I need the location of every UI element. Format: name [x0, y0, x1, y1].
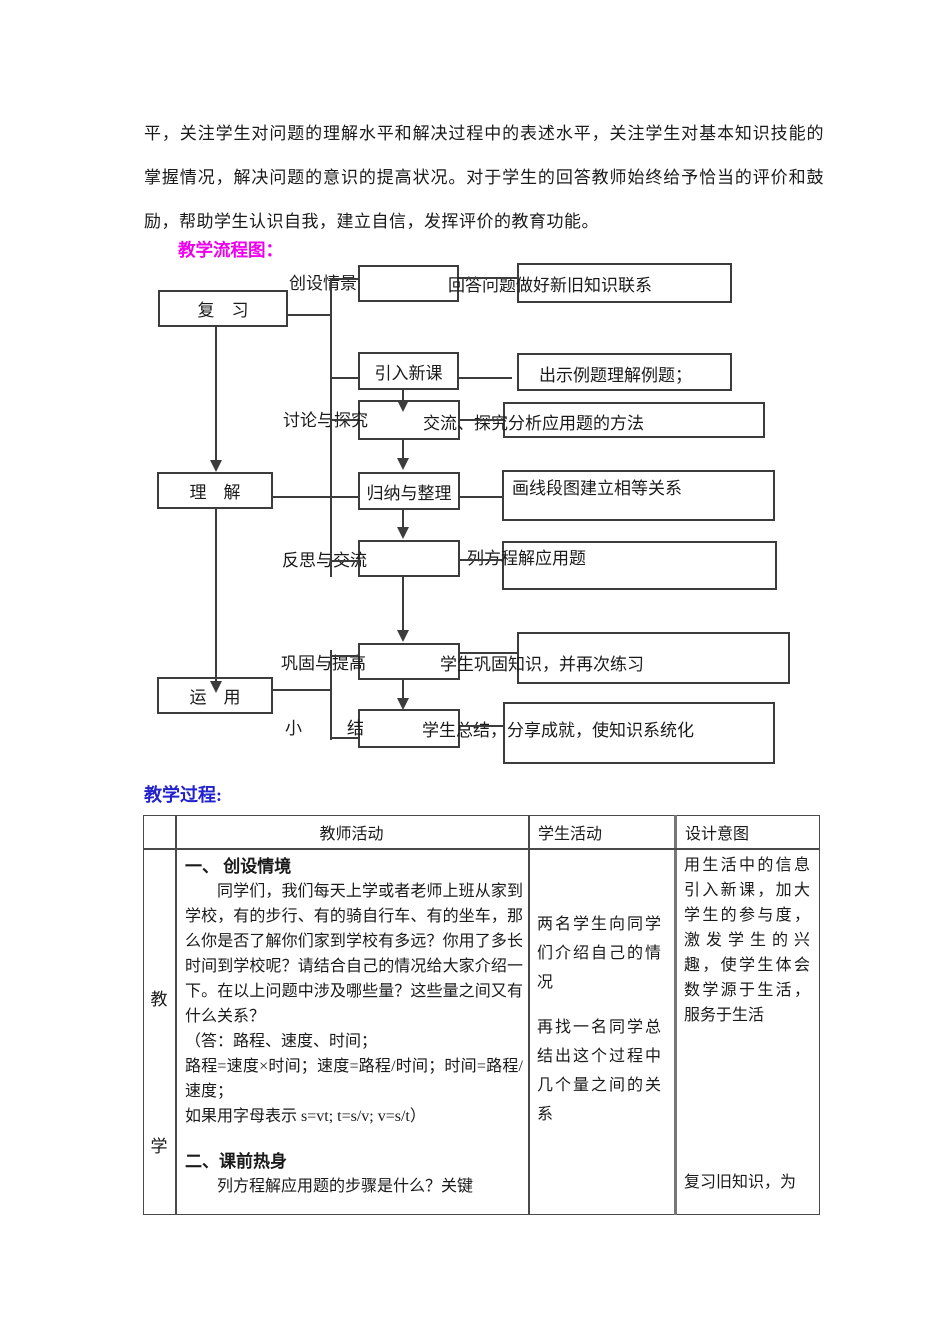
student-paragraph-2: 再找一名同学总结出这个过程中几个量之间的关系 — [537, 1019, 661, 1123]
connector-line — [330, 650, 332, 740]
note-answer: 回答问题做好新旧知识联系 — [448, 276, 652, 295]
table-header-divider — [143, 848, 820, 850]
connector-line — [273, 496, 358, 498]
label-reflect: 反思与交流 — [282, 551, 367, 570]
design-intent-cell: 用生活中的信息引入新课，加大学生的参与度，激发学生的兴趣，使学生体会数学源于生活… — [684, 853, 810, 1028]
connector-line — [459, 277, 517, 279]
arrow-down-icon — [397, 458, 409, 470]
table-divider — [674, 815, 677, 1215]
arrow-line — [402, 510, 404, 529]
arrow-line — [402, 440, 404, 460]
connector-line — [330, 737, 358, 739]
flowchart-heading: 教学流程图： — [178, 240, 283, 260]
connector-line — [460, 652, 517, 654]
arrow-down-icon — [397, 698, 409, 710]
note-box-answer — [517, 263, 732, 303]
arrow-down-icon — [397, 527, 409, 539]
stage-box-understand: 理 解 — [157, 472, 273, 509]
column-header-teacher: 教师活动 — [319, 826, 384, 843]
note-box-examples — [517, 353, 732, 391]
teacher-answer-line-1: （答：路程、速度、时间； — [185, 1033, 378, 1050]
arrow-down-icon — [397, 630, 409, 642]
step-box-consolidate — [358, 643, 460, 680]
section-title-1: 一、 创设情境 — [185, 857, 292, 876]
note-practice: 学生巩固知识，并再次练习 — [440, 655, 644, 674]
table-divider — [528, 815, 530, 1215]
step-box-organize: 归纳与整理 — [358, 472, 460, 510]
arrow-line — [215, 327, 217, 462]
note-examples: 出示例题理解例题； — [539, 366, 692, 385]
side-label-teach: 教 — [150, 990, 168, 1009]
table-divider — [175, 815, 177, 1215]
teacher-paragraph-2: 列方程解应用题的步骤是什么？关键 — [217, 1178, 474, 1195]
step-box-discuss — [358, 400, 460, 440]
connector-line — [330, 377, 358, 379]
column-header-student: 学生活动 — [538, 826, 603, 843]
label-summary-right: 结 — [347, 719, 364, 738]
intent-paragraph-2: 复习旧知识，为 — [684, 1174, 797, 1191]
step-box-intro-new: 引入新课 — [358, 352, 459, 390]
connector-line — [460, 419, 503, 421]
connector-line — [288, 314, 330, 316]
note-box-equations — [502, 541, 777, 590]
teacher-answer-line-2: 路程=速度×时间；速度=路程/时间；时间=路程/速度； — [185, 1058, 523, 1100]
label-discuss: 讨论与探究 — [283, 411, 368, 430]
note-box-segments — [502, 470, 775, 521]
intro-paragraph: 平，关注学生对问题的理解水平和解决过程中的表述水平，关注学生对基本知识技能的掌握… — [144, 124, 824, 231]
connector-line — [460, 559, 502, 561]
note-box-practice — [517, 632, 790, 684]
connector-line — [330, 419, 358, 421]
arrow-down-icon — [210, 681, 222, 693]
student-activities-cell: 两名学生向同学们介绍自己的情况 再找一名同学总结出这个过程中几个量之间的关系 — [537, 910, 661, 1129]
arrow-down-icon — [210, 460, 222, 472]
teacher-paragraph-1: 同学们，我们每天上学或者老师上班从家到学校，有的步行、有的骑自行车、有的坐车，那… — [185, 883, 523, 1025]
process-table — [143, 815, 820, 1215]
arrow-line — [402, 577, 404, 632]
arrow-line — [215, 509, 217, 683]
connector-line — [330, 655, 358, 657]
step-box-reflect — [358, 540, 460, 577]
connector-line — [330, 278, 358, 280]
connector-line — [459, 377, 512, 379]
step-box-create-context — [358, 265, 459, 302]
teacher-answer-line-3: 如果用字母表示 s=vt; t=s/v; v=s/t） — [185, 1108, 426, 1125]
side-label-learn: 学 — [150, 1137, 168, 1156]
note-segments: 画线段图建立相等关系 — [512, 479, 682, 498]
connector-line — [460, 725, 503, 727]
spacer — [185, 1129, 523, 1149]
connector-line — [460, 496, 502, 498]
arrow-line — [402, 390, 404, 402]
label-create-context: 创设情景 — [289, 274, 357, 293]
connector-line — [273, 689, 330, 691]
connector-line — [330, 560, 358, 562]
stage-box-review: 复 习 — [158, 290, 288, 327]
teacher-activities-cell: 一、 创设情境 同学们，我们每天上学或者老师上班从家到学校，有的步行、有的骑自行… — [185, 854, 523, 1199]
intent-paragraph-1: 用生活中的信息引入新课，加大学生的参与度，激发学生的兴趣，使学生体会数学源于生活… — [684, 857, 810, 1024]
column-header-intent: 设计意图 — [685, 826, 750, 843]
process-heading: 教学过程: — [144, 785, 222, 805]
step-box-summary — [358, 709, 460, 748]
student-paragraph-1: 两名学生向同学们介绍自己的情况 — [537, 916, 661, 991]
note-box-exchange — [503, 402, 765, 438]
note-exchange: 交流、探究分析应用题的方法 — [423, 414, 644, 433]
label-consolidate: 巩固与提高 — [281, 654, 366, 673]
section-title-2: 二、课前热身 — [185, 1152, 287, 1171]
connector-line — [330, 279, 332, 577]
arrow-line — [402, 680, 404, 700]
note-summary: 学生总结，分享成就，使知识系统化 — [422, 721, 694, 740]
note-box-summary — [503, 702, 775, 764]
note-equations: 列方程解应用题 — [467, 549, 586, 568]
arrow-down-icon — [397, 400, 409, 412]
label-summary-left: 小 — [285, 719, 302, 738]
